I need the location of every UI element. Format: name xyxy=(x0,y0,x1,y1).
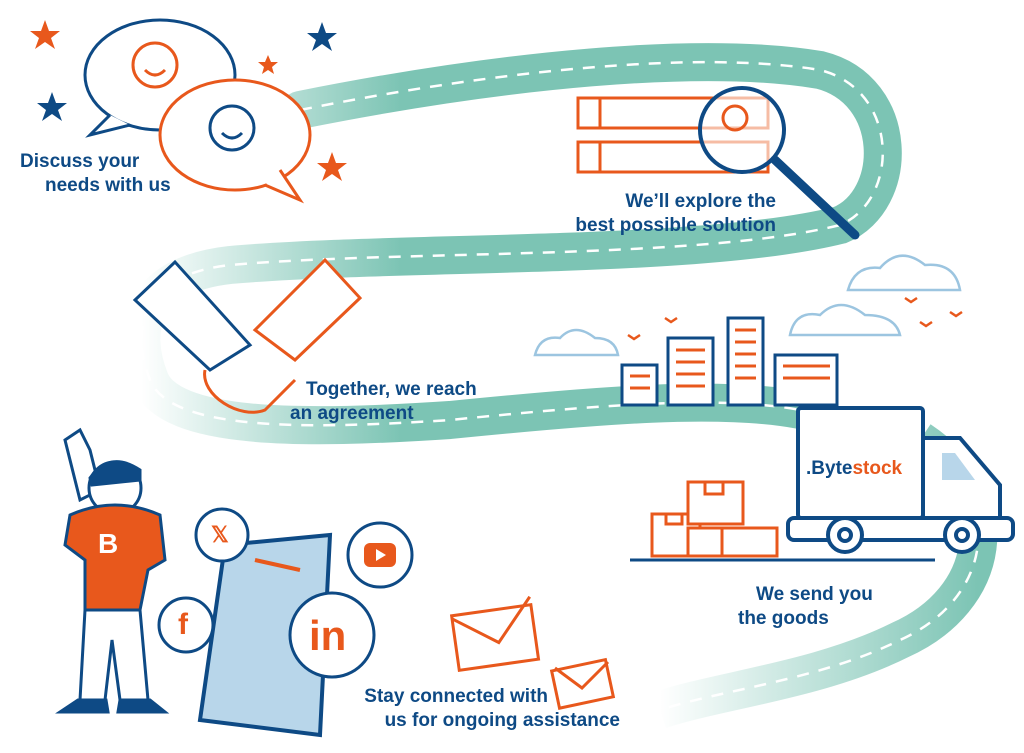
caption-line: Discuss your xyxy=(20,151,140,172)
delivery-truck xyxy=(630,406,1015,562)
person-mascot xyxy=(55,427,170,714)
step-5-caption: Stay connected with us for ongoing assis… xyxy=(320,685,620,733)
search-documents-icon xyxy=(576,86,860,240)
handshake-icon xyxy=(132,257,363,414)
x-bubble xyxy=(194,507,250,563)
caption-line: We send you xyxy=(756,584,873,605)
linkedin-bubble xyxy=(288,591,376,679)
social-bubbles xyxy=(157,507,414,679)
caption-line: needs with us xyxy=(45,175,171,196)
smartphone-icon xyxy=(197,532,333,738)
logo-part: stock xyxy=(852,458,903,479)
caption-line: best possible solution xyxy=(575,215,776,236)
package-boxes-icon xyxy=(650,480,779,558)
star-icon xyxy=(258,55,278,74)
star-icon xyxy=(317,152,347,181)
cloud-icons xyxy=(533,254,962,357)
star-icon xyxy=(307,22,337,51)
caption-line: us for ongoing assistance xyxy=(384,710,620,731)
logo-part: .Byte xyxy=(806,458,853,479)
step-1-caption: Discuss your needs with us xyxy=(20,150,171,198)
shirt-logo: B xyxy=(98,528,119,559)
envelope-icons xyxy=(449,595,616,710)
caption-line: Together, we reach xyxy=(306,379,477,400)
caption-line: Stay connected with xyxy=(364,686,548,707)
step-3-caption: Together, we reach an agreement xyxy=(290,378,477,426)
linkedin-icon: in xyxy=(309,612,347,659)
x-icon: 𝕏 xyxy=(211,522,229,547)
facebook-icon: f xyxy=(178,608,188,641)
caption-line: the goods xyxy=(738,608,829,629)
facebook-bubble xyxy=(157,596,215,654)
city-skyline xyxy=(620,316,839,407)
star-icon xyxy=(30,20,60,49)
star-icon xyxy=(37,92,67,121)
envelope-icon xyxy=(449,603,541,672)
bird-icons xyxy=(627,296,963,341)
caption-line: an agreement xyxy=(290,403,414,424)
star-icons xyxy=(30,20,347,181)
caption-line: We’ll explore the xyxy=(625,191,776,212)
step-2-caption: We’ll explore the best possible solution xyxy=(518,190,776,238)
bytestock-logo: .Bytestock xyxy=(806,458,902,480)
step-4-caption: We send you the goods xyxy=(738,583,873,631)
chat-bubbles-icon xyxy=(83,18,312,204)
